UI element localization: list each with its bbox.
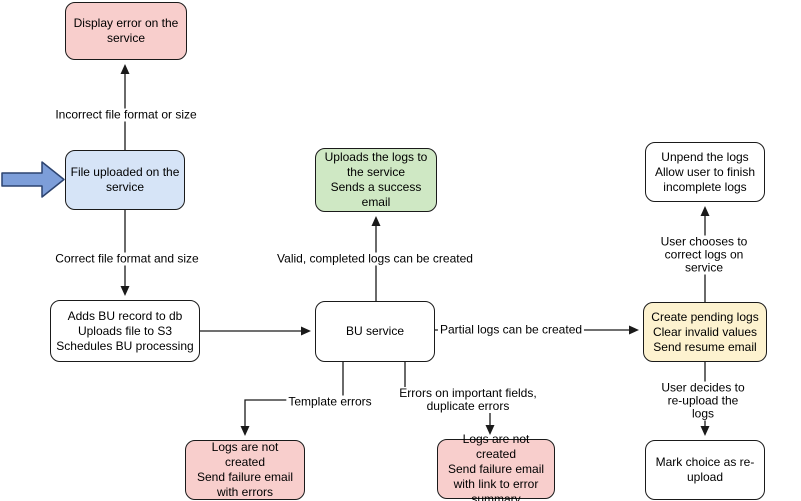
node-logs-not-created-summary-label: Logs are not created Send failure email …: [447, 431, 545, 501]
edge-label-valid-logs: Valid, completed logs can be created: [275, 251, 475, 266]
node-logs-not-created-summary: Logs are not created Send failure email …: [437, 432, 555, 501]
edge-label-template-errors: Template errors: [286, 394, 374, 409]
edge-label-reupload: User decides to re-upload the logs: [654, 381, 752, 421]
node-mark-reupload-label: Mark choice as re- upload: [655, 455, 755, 484]
node-create-pending-logs: Create pending logs Clear invalid values…: [643, 302, 767, 362]
node-create-pending-logs-label: Create pending logs Clear invalid values…: [651, 309, 759, 354]
node-uploads-logs-success: Uploads the logs to the service Sends a …: [315, 148, 437, 212]
node-logs-not-created-errors-label: Logs are not created Send failure email …: [196, 440, 294, 499]
node-adds-bu-record-label: Adds BU record to db Uploads file to S3 …: [56, 308, 194, 353]
input-arrow-icon: [1, 161, 65, 198]
node-mark-reupload: Mark choice as re- upload: [645, 440, 765, 500]
edge-label-field-errors: Errors on important fields, duplicate er…: [397, 386, 539, 413]
node-unpend-logs-label: Unpend the logs Allow user to finish inc…: [654, 149, 756, 194]
node-bu-service-label: BU service: [345, 324, 404, 338]
node-logs-not-created-errors: Logs are not created Send failure email …: [185, 440, 305, 500]
node-unpend-logs: Unpend the logs Allow user to finish inc…: [645, 142, 765, 202]
node-file-uploaded-label: File uploaded on the service: [70, 165, 180, 194]
node-adds-bu-record: Adds BU record to db Uploads file to S3 …: [50, 300, 200, 362]
node-bu-service: BU service: [315, 301, 435, 362]
edge-label-correct-on-service: User chooses to correct logs on service: [655, 235, 753, 275]
node-uploads-logs-success-label: Uploads the logs to the service Sends a …: [324, 150, 428, 209]
edge-label-partial-logs: Partial logs can be created: [437, 322, 585, 337]
node-display-error-label: Display error on the service: [73, 16, 179, 45]
edge-label-incorrect-format: Incorrect file format or size: [53, 107, 199, 122]
node-display-error: Display error on the service: [65, 2, 187, 60]
node-file-uploaded: File uploaded on the service: [65, 150, 185, 210]
edge-label-correct-format: Correct file format and size: [53, 251, 201, 266]
